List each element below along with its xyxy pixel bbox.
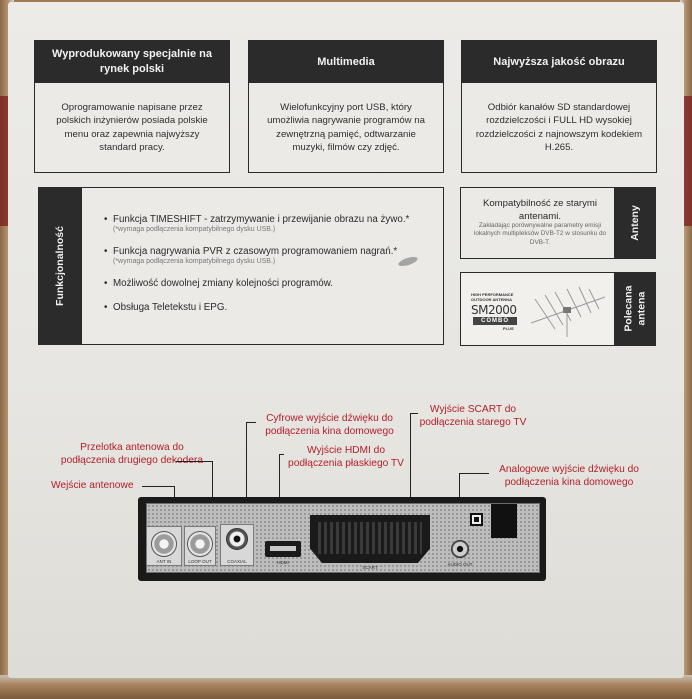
- panel-functionality: [38, 187, 444, 345]
- panel-multimedia-body: Wielofunkcyjny port USB, który umożliwia…: [267, 102, 425, 153]
- panel-polish-market-title: Wyprodukowany specjalnie na rynek polski: [35, 41, 229, 83]
- hdmi-label: HDMI: [277, 560, 289, 565]
- antennas-note: Zakładając porównywalne parametry emisji…: [473, 222, 607, 246]
- qr-code-icon: [470, 513, 483, 526]
- leader-hdmi-h: [279, 454, 284, 455]
- leader-digital-audio-v: [246, 422, 247, 520]
- leader-hdmi-v: [279, 454, 280, 536]
- tape-left: [0, 96, 9, 226]
- panel-polish-market-body: Oprogramowanie napisane przez polskich i…: [56, 102, 208, 153]
- list-item: •Obsługa Teletekstu i EPG.: [104, 302, 228, 313]
- antennas-heading: Kompatybilność ze starymi antenami.: [482, 198, 598, 222]
- panel-image-quality-body: Odbiór kanałów SD standardowej rozdzielc…: [475, 102, 643, 153]
- coaxial-port: [226, 528, 248, 550]
- scart-label: SCART: [362, 565, 378, 570]
- ant-in-port: [151, 531, 177, 557]
- leader-antenna-passthrough-v: [212, 461, 213, 527]
- list-item: •Funkcja nagrywania PVR z czasowym progr…: [104, 246, 398, 265]
- panel-functionality-title: Funkcjonalność: [38, 187, 82, 345]
- callout-scart-text: Wyjście SCART do podłączenia starego TV: [419, 404, 527, 429]
- panel-multimedia: Multimedia Wielofunkcyjny port USB, któr…: [248, 40, 444, 173]
- callout-digital-audio: Cyfrowe wyjście dźwięku do podłączenia k…: [257, 412, 402, 439]
- callout-hdmi-text: Wyjście HDMI do podłączenia płaskiego TV: [288, 445, 404, 470]
- hdmi-port: [265, 541, 301, 557]
- loop-out-label: LOOP OUT: [188, 559, 212, 564]
- callout-analog-audio-text: Analogowe wyjście dźwięku do podłączenia…: [499, 464, 639, 489]
- cardboard-edge-bottom: [0, 675, 692, 699]
- callout-antenna-passthrough: Przelotka antenowa do podłączenia drugie…: [52, 441, 212, 468]
- panel-image-quality-title: Najwyższa jakość obrazu: [462, 41, 656, 83]
- scart-pins: [318, 522, 422, 554]
- tape-right: [684, 96, 692, 226]
- antenna-plus: PLUS: [503, 326, 514, 331]
- callout-antenna-passthrough-text: Przelotka antenowa do podłączenia drugie…: [60, 442, 204, 467]
- antenna-combo: COMBO: [473, 317, 517, 325]
- loop-out-port: [187, 531, 213, 557]
- leader-antenna-passthrough-h: [176, 461, 213, 462]
- callout-antenna-in: Wejście antenowe: [51, 479, 134, 492]
- list-item: •Możliwość dowolnej zmiany kolejności pr…: [104, 278, 333, 289]
- antenna-model: SM2000: [471, 303, 517, 317]
- feature-list: •Funkcja TIMESHIFT - zatrzymywanie i prz…: [104, 214, 434, 326]
- callout-hdmi: Wyjście HDMI do podłączenia płaskiego TV: [281, 444, 411, 471]
- callout-scart: Wyjście SCART do podłączenia starego TV: [413, 403, 533, 430]
- callout-antenna-in-text: Wejście antenowe: [51, 480, 134, 491]
- coaxial-label: COAXIAL: [227, 559, 247, 564]
- list-item: •Funkcja TIMESHIFT - zatrzymywanie i prz…: [104, 214, 410, 233]
- leader-scart-h: [410, 413, 418, 414]
- callout-analog-audio: Analogowe wyjście dźwięku do podłączenia…: [490, 463, 648, 490]
- leader-digital-audio-h: [246, 422, 256, 423]
- leader-analog-audio-h: [459, 473, 489, 474]
- panel-image-quality: Najwyższa jakość obrazu Odbiór kanałów S…: [461, 40, 657, 173]
- panel-recommended-antenna-title: Polecana antena: [614, 272, 656, 346]
- panel-multimedia-title: Multimedia: [249, 41, 443, 83]
- audio-out-label: AUDIO OUT: [447, 562, 473, 567]
- panel-polish-market: Wyprodukowany specjalnie na rynek polski…: [34, 40, 230, 173]
- ant-in-label: ANT IN: [156, 559, 172, 564]
- antenna-image: [530, 286, 606, 337]
- leader-antenna-in-h: [142, 486, 175, 487]
- callout-digital-audio-text: Cyfrowe wyjście dźwięku do podłączenia k…: [265, 413, 394, 438]
- leader-scart-v: [410, 413, 411, 511]
- antenna-tagline: HIGH PERFORMANCE OUTDOOR ANTENNA: [471, 292, 514, 302]
- audio-out-port: [451, 540, 469, 558]
- usb-cover: [491, 504, 517, 538]
- panel-antennas-title: Anteny: [614, 187, 656, 259]
